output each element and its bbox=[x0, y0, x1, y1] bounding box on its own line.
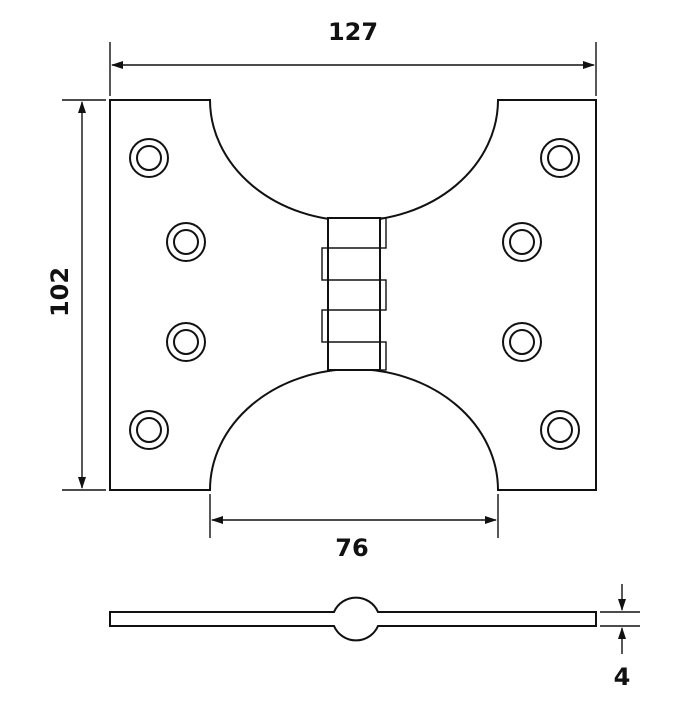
height-dimension: 102 bbox=[46, 99, 106, 491]
screw-hole bbox=[166, 222, 206, 262]
knuckle-spacing-dimension: 76 bbox=[209, 494, 499, 562]
thickness-dimension: 4 bbox=[600, 584, 640, 691]
screw-hole bbox=[129, 138, 169, 178]
overall-width-label: 127 bbox=[328, 18, 378, 46]
hinge-side-view bbox=[109, 596, 597, 642]
screw-hole bbox=[502, 322, 542, 362]
screw-hole bbox=[502, 222, 542, 262]
thickness-label: 4 bbox=[614, 663, 631, 691]
overall-width-dimension: 127 bbox=[109, 18, 597, 96]
height-label: 102 bbox=[46, 267, 74, 317]
screw-hole bbox=[540, 410, 580, 450]
hinge-knuckle bbox=[321, 217, 387, 371]
screw-hole bbox=[129, 410, 169, 450]
screw-hole bbox=[166, 322, 206, 362]
knuckle-spacing-label: 76 bbox=[335, 534, 368, 562]
screw-hole bbox=[540, 138, 580, 178]
